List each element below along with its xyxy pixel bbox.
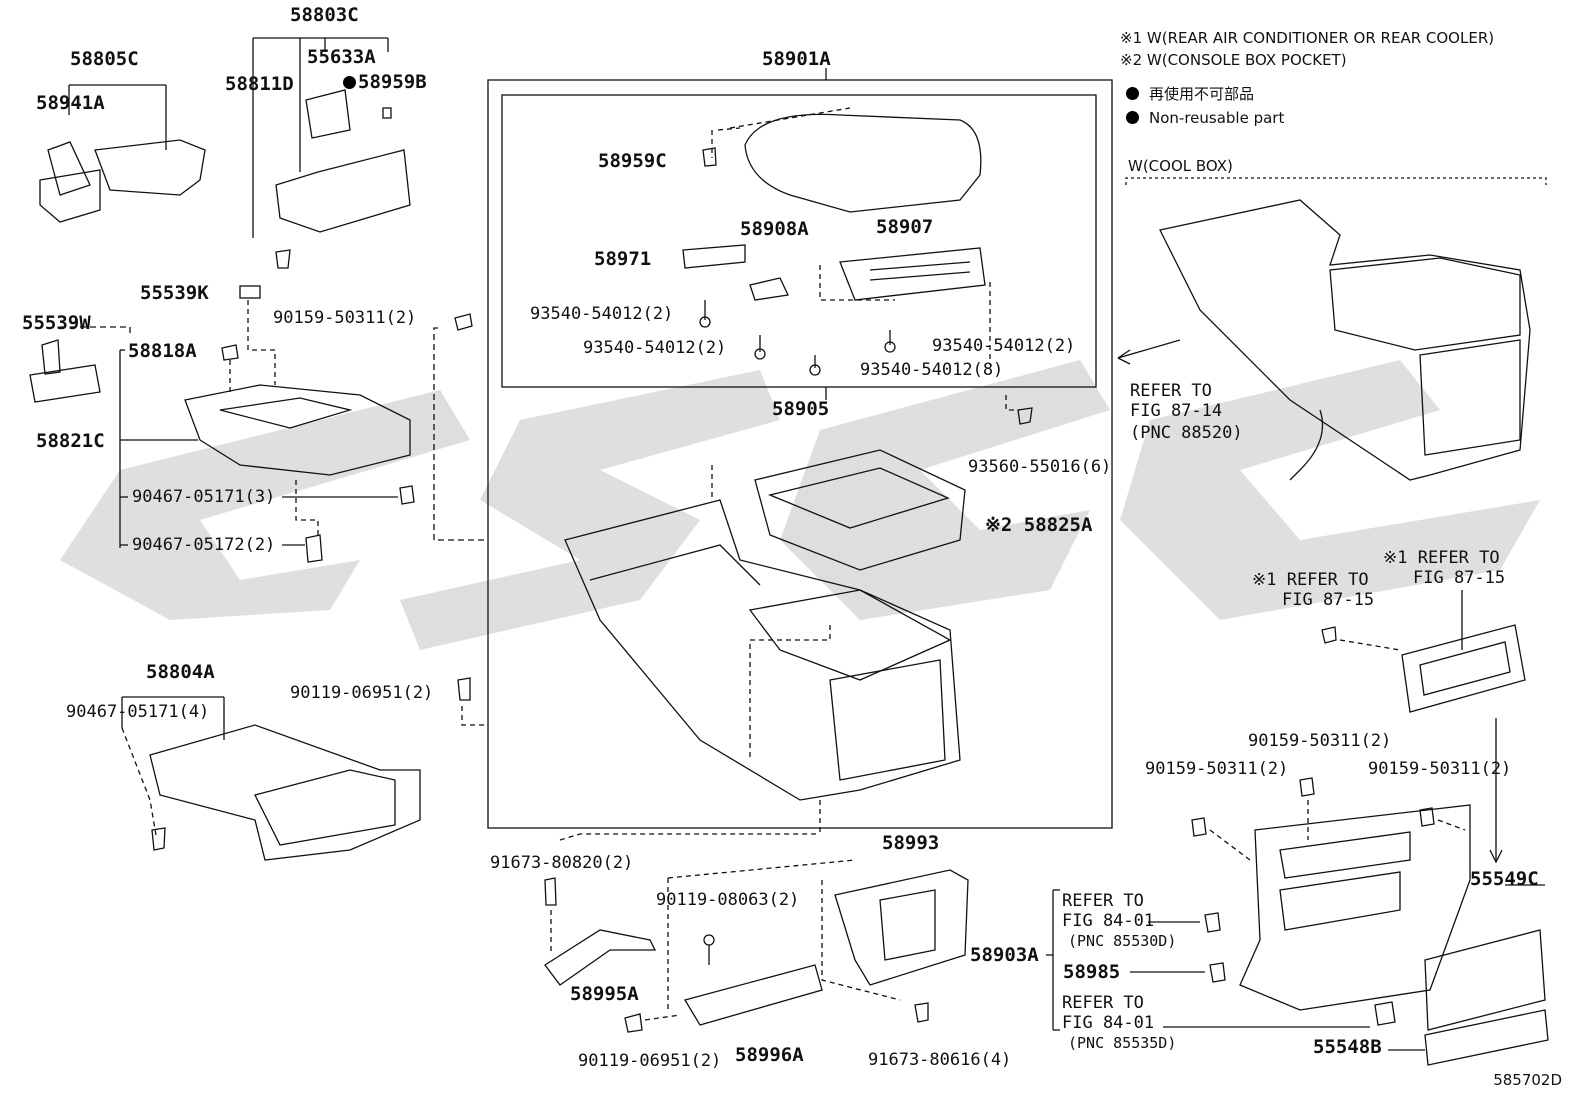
bracket-58993 [834,869,969,986]
cover-55549C [1424,929,1546,1031]
note-2: ※2 W(CONSOLE BOX POCKET) [1120,51,1347,69]
ref-84-01-a-line3[interactable]: (PNC 85530D) [1068,932,1177,950]
latch-58908A [749,277,789,301]
part-label-55548B[interactable]: 55548B [1313,1036,1382,1058]
part-label-58985[interactable]: 58985 [1063,961,1121,983]
part-label-55539W[interactable]: 55539W [22,312,91,334]
part-label-90467-4[interactable]: 90467-05171(4) [66,702,210,722]
ref-87-14-line3[interactable]: (PNC 88520) [1130,423,1243,443]
part-label-58805C[interactable]: 58805C [70,48,139,70]
part-label-55539K[interactable]: 55539K [140,282,209,304]
part-label-55633A[interactable]: 55633A [307,46,376,68]
console-body-58901A [564,499,961,801]
part-label-90159-r2[interactable]: 90159-50311(2) [1145,759,1289,779]
part-label-58959B-text: 58959B [358,71,427,93]
rear-ac-control-panel [1401,624,1526,713]
ref-87-15-a-line1[interactable]: ※1 REFER TO [1252,570,1369,590]
part-label-58907[interactable]: 58907 [876,216,934,238]
non-reusable-dot-icon [343,76,356,89]
switch-55539W [29,339,101,403]
cool-box-header: W(COOL BOX) [1128,157,1233,175]
part-label-58821C[interactable]: 58821C [36,430,105,452]
hinge-58907 [839,247,986,301]
part-label-90119-mid[interactable]: 90119-06951(2) [290,683,434,703]
bracket-58995A [544,929,657,986]
ref-87-14-line1[interactable]: REFER TO [1130,381,1212,401]
console-cool-box [1159,199,1531,481]
part-label-55549C[interactable]: 55549C [1470,868,1539,890]
non-reusable-dot-icon [1126,111,1139,124]
hinge-58971 [682,244,746,269]
part-55539K [239,285,261,299]
ref-84-01-b-line2[interactable]: FIG 84-01 [1062,1013,1155,1033]
watermark-logo [60,360,1540,650]
part-label-58905[interactable]: 58905 [772,398,830,420]
ref-87-15-b-line1[interactable]: ※1 REFER TO [1383,548,1500,568]
part-label-58993[interactable]: 58993 [882,832,940,854]
part-label-90467-2[interactable]: 90467-05172(2) [132,535,276,555]
part-label-93540-d[interactable]: 93540-54012(8) [860,360,1004,380]
console-frame-58804A [149,724,421,861]
part-label-90159-r1[interactable]: 90159-50311(2) [1248,731,1392,751]
part-label-58959C[interactable]: 58959C [598,150,667,172]
legend-en: Non-reusable part [1126,110,1284,126]
part-label-58971[interactable]: 58971 [594,248,652,270]
part-label-93540-b[interactable]: 93540-54012(2) [583,338,727,358]
document-id: 585702D [1493,1071,1562,1089]
part-label-58803C[interactable]: 58803C [290,4,359,26]
ref-84-01-b-line1[interactable]: REFER TO [1062,993,1144,1013]
part-label-58995A[interactable]: 58995A [570,983,639,1005]
part-label-58901A[interactable]: 58901A [762,48,831,70]
part-label-58825A[interactable]: ※2 58825A [985,514,1093,536]
part-label-90159-r3[interactable]: 90159-50311(2) [1368,759,1512,779]
ref-84-01-a-line1[interactable]: REFER TO [1062,891,1144,911]
ref-87-15-a-line2[interactable]: FIG 87-15 [1282,590,1375,610]
part-label-58811D[interactable]: 58811D [225,73,294,95]
panel-58903A [1239,804,1471,1011]
legend-en-text: Non-reusable part [1149,109,1285,127]
part-label-91673-820[interactable]: 91673-80820(2) [490,853,634,873]
part-label-93540-a[interactable]: 93540-54012(2) [530,304,674,324]
assembly-box-58901A [487,79,1113,829]
part-label-58804A[interactable]: 58804A [146,661,215,683]
ref-84-01-a-line2[interactable]: FIG 84-01 [1062,911,1155,931]
part-label-90119-bottom[interactable]: 90119-06951(2) [578,1051,722,1071]
part-label-58996A[interactable]: 58996A [735,1044,804,1066]
lid-58905 [744,113,982,213]
bracket-58996A [683,964,823,1026]
legend-jp: 再使用不可部品 [1126,86,1254,102]
part-label-58959B[interactable]: 58959B [343,73,427,92]
part-label-90159-top[interactable]: 90159-50311(2) [273,308,417,328]
clip-58818A [221,344,239,361]
ref-87-15-b-line2[interactable]: FIG 87-15 [1413,568,1506,588]
part-label-58941A[interactable]: 58941A [36,92,105,114]
console-base-58821C [184,384,411,476]
part-label-58908A[interactable]: 58908A [740,218,809,240]
console-trim-58805C [94,139,206,196]
ref-84-01-b-line3[interactable]: (PNC 85535D) [1068,1034,1177,1052]
part-label-93540-c[interactable]: 93540-54012(2) [932,336,1076,356]
note-1: ※1 W(REAR AIR CONDITIONER OR REAR COOLER… [1120,29,1495,47]
part-label-90119-08063[interactable]: 90119-08063(2) [656,890,800,910]
assembly-box-58905 [501,94,1097,388]
bracket-part-58941A [39,141,101,223]
ref-87-14-line2[interactable]: FIG 87-14 [1130,401,1223,421]
clip-58959C [702,147,717,167]
legend-jp-text: 再使用不可部品 [1149,85,1255,103]
part-label-58818A[interactable]: 58818A [128,340,197,362]
part-label-58903A[interactable]: 58903A [970,944,1039,966]
cup-holder-58803C [275,89,411,269]
console-pocket-58825A [754,449,966,571]
non-reusable-dot-icon [1126,87,1139,100]
part-label-90467-3[interactable]: 90467-05171(3) [132,487,276,507]
part-label-91673-616[interactable]: 91673-80616(4) [868,1050,1012,1070]
part-label-93560[interactable]: 93560-55016(6) [968,457,1112,477]
cover-55548B [1424,1009,1549,1066]
